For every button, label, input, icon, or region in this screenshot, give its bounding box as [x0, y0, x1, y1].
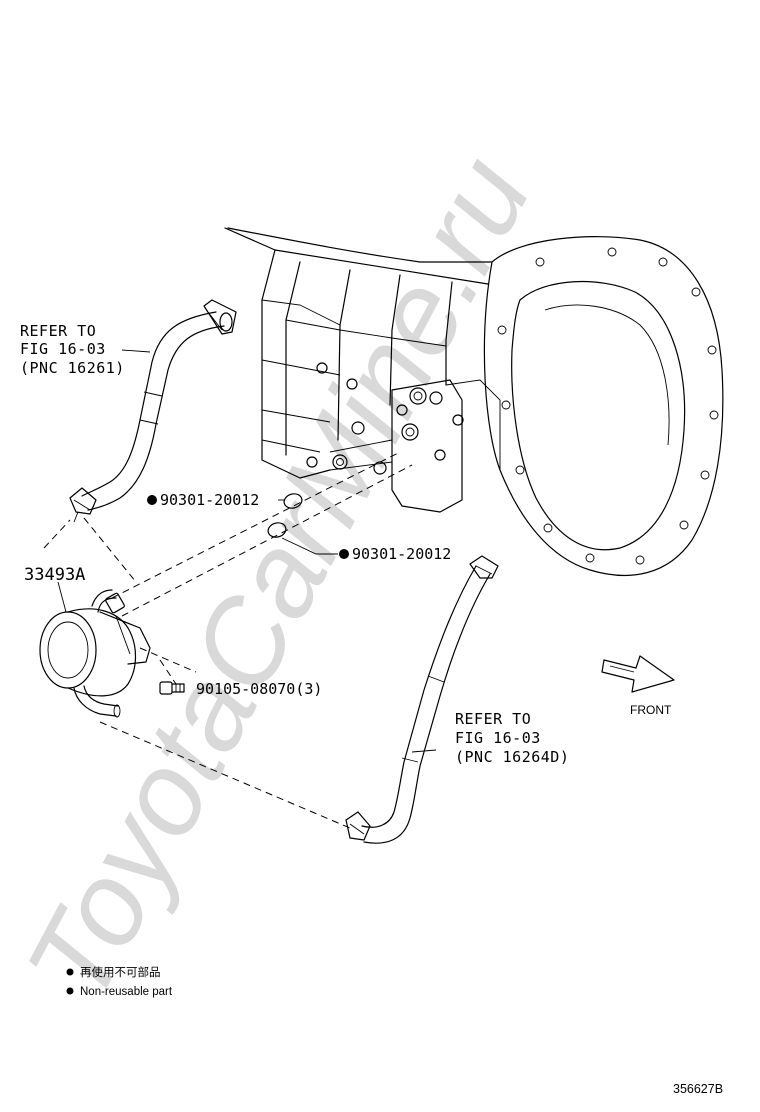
- part-label-cooler: 33493A: [24, 565, 85, 585]
- non-reusable-dot-icon: [147, 495, 157, 505]
- callout-oring-lower: 90301-20012: [339, 545, 451, 563]
- o-rings: [267, 493, 303, 538]
- front-arrow-icon: [601, 655, 675, 693]
- upper-hose: [69, 299, 237, 523]
- refer-bottom-line3: (PNC 16264D): [455, 748, 569, 766]
- callout-refer-bottom: REFER TO FIG 16-03 (PNC 16264D): [455, 710, 569, 766]
- assembly-lines: [43, 451, 413, 829]
- legend-dot-icon: [66, 987, 74, 995]
- oil-cooler: [39, 589, 151, 718]
- refer-bottom-line2: FIG 16-03: [455, 729, 541, 747]
- callout-oring-upper: 90301-20012: [147, 491, 259, 509]
- bell-bolt-holes: [497, 247, 719, 565]
- lower-hose: [345, 555, 499, 844]
- refer-top-line1: REFER TO: [20, 322, 96, 340]
- part-label-bolt: 90105-08070(3): [196, 680, 322, 698]
- front-label: FRONT: [630, 703, 672, 717]
- legend: 再使用不可部品 Non-reusable part: [66, 965, 173, 998]
- legend-dot-icon: [66, 968, 74, 976]
- legend-jp: 再使用不可部品: [80, 965, 161, 979]
- non-reusable-dot-icon: [339, 549, 349, 559]
- bolt: [159, 681, 185, 695]
- refer-bottom-line1: REFER TO: [455, 710, 531, 728]
- legend-en: Non-reusable part: [80, 986, 173, 998]
- callout-refer-top: REFER TO FIG 16-03 (PNC 16261): [20, 322, 125, 377]
- case-bosses: [306, 362, 464, 475]
- transmission-housing: [224, 227, 724, 576]
- figure-id: 356627B: [673, 1082, 723, 1096]
- refer-top-line2: FIG 16-03: [20, 340, 106, 358]
- part-label-oring-lower: 90301-20012: [352, 545, 451, 563]
- leader-lines: [57, 349, 437, 753]
- refer-top-line3: (PNC 16261): [20, 359, 125, 377]
- part-label-oring-upper: 90301-20012: [160, 491, 259, 509]
